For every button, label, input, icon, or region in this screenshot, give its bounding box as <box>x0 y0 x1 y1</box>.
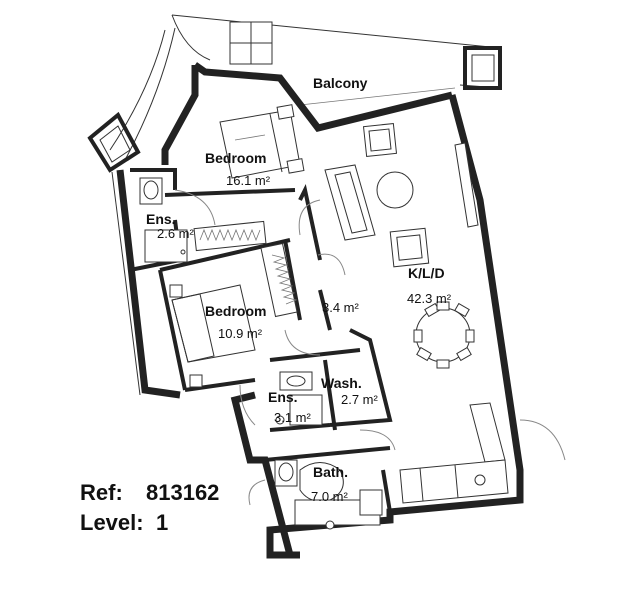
room-name-kld: K/L/D <box>408 265 445 281</box>
bedroom2-furniture <box>169 284 256 388</box>
ref-label: Ref: <box>80 480 123 505</box>
wardrobes <box>193 220 298 318</box>
sofa <box>324 164 376 241</box>
room-name-ensuite-2: Ens. <box>268 389 298 405</box>
plan-reference: Ref: 813162 Level: 1 <box>80 480 219 535</box>
room-name-ensuite-1: Ens. <box>146 211 176 227</box>
room-area-hall: 3.4 m² <box>322 300 360 315</box>
room-area-kld: 42.3 m² <box>407 291 452 306</box>
kitchen-units <box>399 142 509 504</box>
ref-value: 813162 <box>146 480 219 505</box>
room-area-bedroom-2: 10.9 m² <box>218 326 263 341</box>
living-furniture <box>324 122 475 369</box>
coffee-table <box>376 171 414 209</box>
room-name-bedroom-1: Bedroom <box>205 150 266 166</box>
level-value: 1 <box>156 510 168 535</box>
bathroom-fixtures <box>139 177 383 530</box>
armchair-bottom <box>389 227 430 268</box>
room-labels: Balcony Bedroom 16.1 m² Ens. 2.6 m² Bedr… <box>146 75 452 504</box>
room-area-wash: 2.7 m² <box>341 392 379 407</box>
door-swings <box>174 189 566 506</box>
ensuite2-shower <box>289 394 323 426</box>
level-label: Level: <box>80 510 144 535</box>
room-area-bath: 7.0 m² <box>311 489 349 504</box>
ensuite1-shower <box>144 229 188 263</box>
room-area-ensuite-1: 2.6 m² <box>157 226 195 241</box>
room-area-bedroom-1: 16.1 m² <box>226 173 271 188</box>
room-name-bath: Bath. <box>313 464 348 480</box>
room-name-wash: Wash. <box>321 375 362 391</box>
bedroom1-furniture <box>219 104 305 179</box>
balcony-outline <box>87 14 502 173</box>
room-name-balcony: Balcony <box>313 75 368 91</box>
armchair-top <box>362 122 398 158</box>
room-area-ensuite-2: 3.1 m² <box>274 410 312 425</box>
room-name-bedroom-2: Bedroom <box>205 303 266 319</box>
